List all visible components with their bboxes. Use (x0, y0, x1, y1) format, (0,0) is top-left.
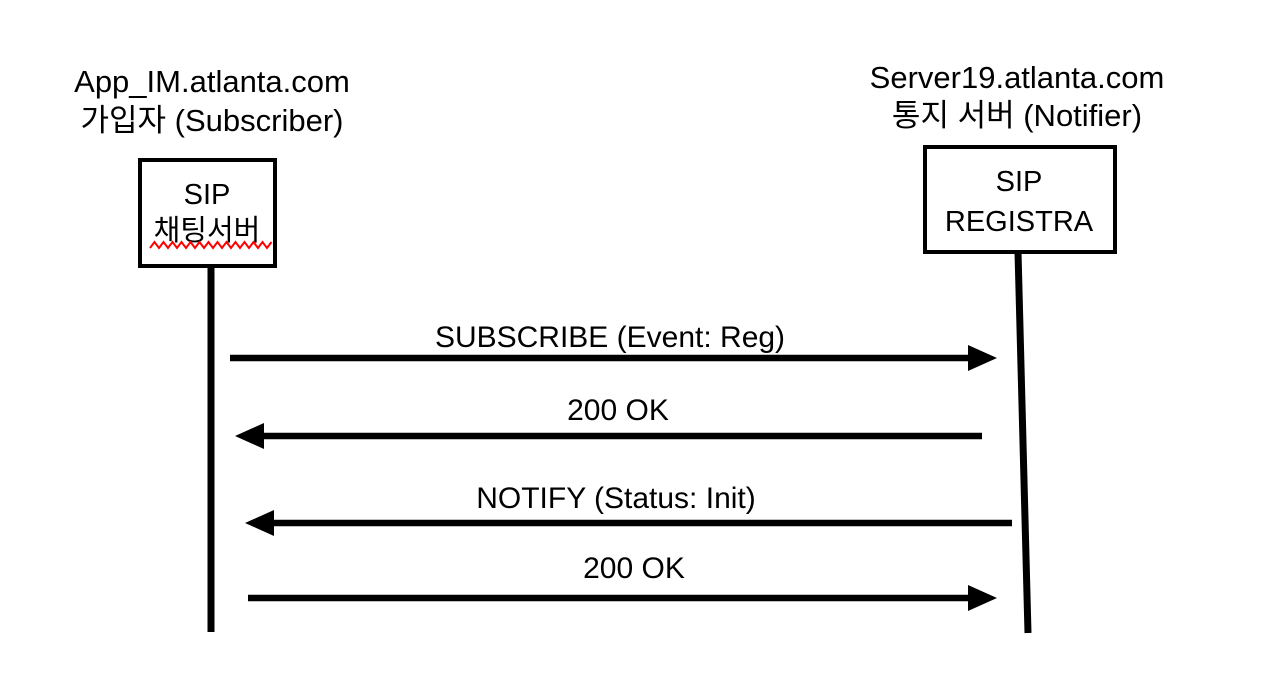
message-subscribe-label: SUBSCRIBE (Event: Reg) (435, 321, 785, 354)
actor-subscriber-box-line2: 채팅서버 (154, 215, 261, 247)
actor-notifier-box (923, 145, 1117, 254)
spellcheck-squiggle-icon (149, 240, 273, 250)
message-notify: NOTIFY (Status: Init) (245, 482, 1012, 536)
arrowhead-right-icon (968, 345, 997, 371)
message-subscribe: SUBSCRIBE (Event: Reg) (230, 321, 997, 371)
message-notify-label: NOTIFY (Status: Init) (476, 482, 756, 515)
actor-subscriber-box (138, 158, 277, 268)
actor-notifier-role: 통지 서버 (Notifier) (892, 98, 1142, 133)
arrowhead-left-icon (245, 510, 274, 536)
actor-notifier-box-line2: REGISTRA (945, 206, 1094, 238)
message-200ok-1: 200 OK (235, 394, 982, 449)
actor-notifier-lifeline (1014, 251, 1032, 634)
actor-subscriber-box-line1: SIP (184, 179, 231, 211)
arrowhead-right-icon (968, 585, 997, 611)
actor-subscriber-role: 가입자 (Subscriber) (81, 103, 344, 138)
message-200ok-2: 200 OK (248, 552, 997, 611)
actor-subscriber: App_IM.atlanta.com 가입자 (Subscriber) SIP … (74, 64, 350, 632)
actor-notifier-box-line1: SIP (996, 166, 1043, 198)
actor-notifier: Server19.atlanta.com 통지 서버 (Notifier) SI… (870, 60, 1165, 634)
actor-notifier-host: Server19.atlanta.com (870, 60, 1165, 95)
arrowhead-left-icon (235, 423, 264, 449)
message-200ok-2-label: 200 OK (583, 552, 685, 585)
message-200ok-1-label: 200 OK (567, 394, 669, 427)
actor-subscriber-host: App_IM.atlanta.com (74, 64, 350, 99)
